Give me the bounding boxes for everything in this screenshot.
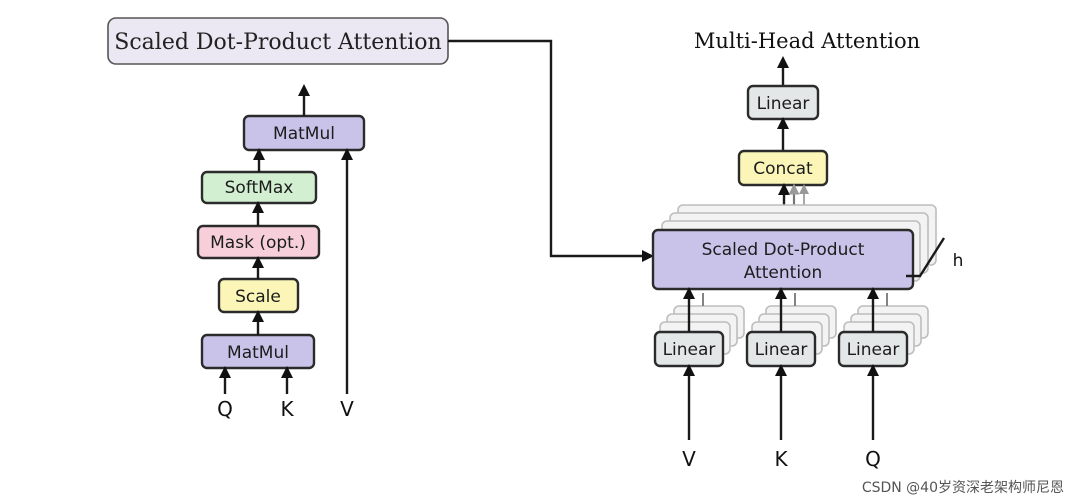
linear-k-stack: Linear xyxy=(745,305,837,368)
softmax-label: SoftMax xyxy=(225,178,294,198)
concat-label: Concat xyxy=(753,159,813,179)
attention-label-line1: Scaled Dot-Product xyxy=(702,240,865,260)
sdpa-detail: MatMul SoftMax Mask (opt.) Scale MatMul … xyxy=(196,84,366,421)
sdpa-title-text: Scaled Dot-Product Attention xyxy=(114,30,441,55)
linear-v-label: Linear xyxy=(663,340,716,360)
sdpa-input-v: V xyxy=(340,397,354,421)
linear-output-label: Linear xyxy=(757,94,810,114)
linear-q-stack: Linear xyxy=(837,305,929,368)
heads-bracket xyxy=(906,237,946,278)
matmul-top-label: MatMul xyxy=(273,124,335,144)
mha-detail: Multi-Head Attention Linear Concat Scale… xyxy=(651,29,964,471)
scale-label: Scale xyxy=(235,287,281,307)
mha-input-k: K xyxy=(774,447,788,471)
mha-input-q: Q xyxy=(865,447,881,471)
sdpa-input-k: K xyxy=(280,397,294,421)
connector-arrow xyxy=(448,39,654,262)
mask-label: Mask (opt.) xyxy=(210,233,306,253)
mha-title: Multi-Head Attention xyxy=(694,29,920,53)
linear-k-label: Linear xyxy=(755,340,808,360)
heads-label: h xyxy=(953,251,964,271)
matmul-bottom-label: MatMul xyxy=(227,343,289,363)
sdpa-input-q: Q xyxy=(217,397,233,421)
mha-input-v: V xyxy=(682,447,696,471)
linear-v-stack: Linear xyxy=(653,305,745,368)
linear-q-label: Linear xyxy=(847,340,900,360)
attention-label-line2: Attention xyxy=(744,263,822,283)
sdpa-title-box: Scaled Dot-Product Attention xyxy=(107,17,449,65)
watermark: CSDN @40岁资深老架构师尼恩 xyxy=(862,480,1064,496)
